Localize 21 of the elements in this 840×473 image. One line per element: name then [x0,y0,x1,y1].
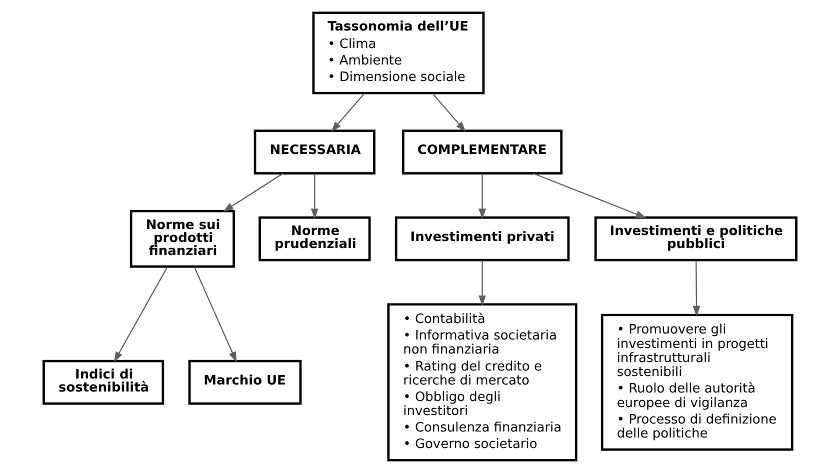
node-box: • Contabilità • Informativa societaria non finanziaria • Rating del credito e ricerche di mercato • Obbligo degli investitori • Consulenza finanziaria • Governo societario [387,303,578,462]
node-box: Marchio UE [188,360,302,405]
arrow [222,173,284,212]
node-box: Indici di sostenibilità [42,360,164,405]
node-box: • Promuovere gli investimenti in progetti infrastrutturali sostenibili • Ruolo delle autorità europee di vigilanza • Processo di definizione delle politiche [600,314,794,451]
node-box: Norme sui prodotti finanziari [130,210,235,268]
node-box: COMPLEMENTARE [402,130,563,175]
arrow [478,174,486,220]
node-box: Investimenti privati [394,216,570,262]
arrow [533,172,646,218]
arrow [310,174,318,220]
node-box: NECESSARIA [254,130,376,175]
node-box: Tassonomia dell’UE • Clima • Ambiente • Dimensione sociale [312,12,485,94]
arrow [478,260,486,306]
arrow [432,93,466,132]
arrow [692,260,700,316]
arrow [331,93,365,132]
arrow [194,266,237,362]
node-box: Investimenti e politiche pubblici [594,216,798,262]
arrow [114,266,168,362]
node-box: Norme prudenziali [258,216,371,262]
